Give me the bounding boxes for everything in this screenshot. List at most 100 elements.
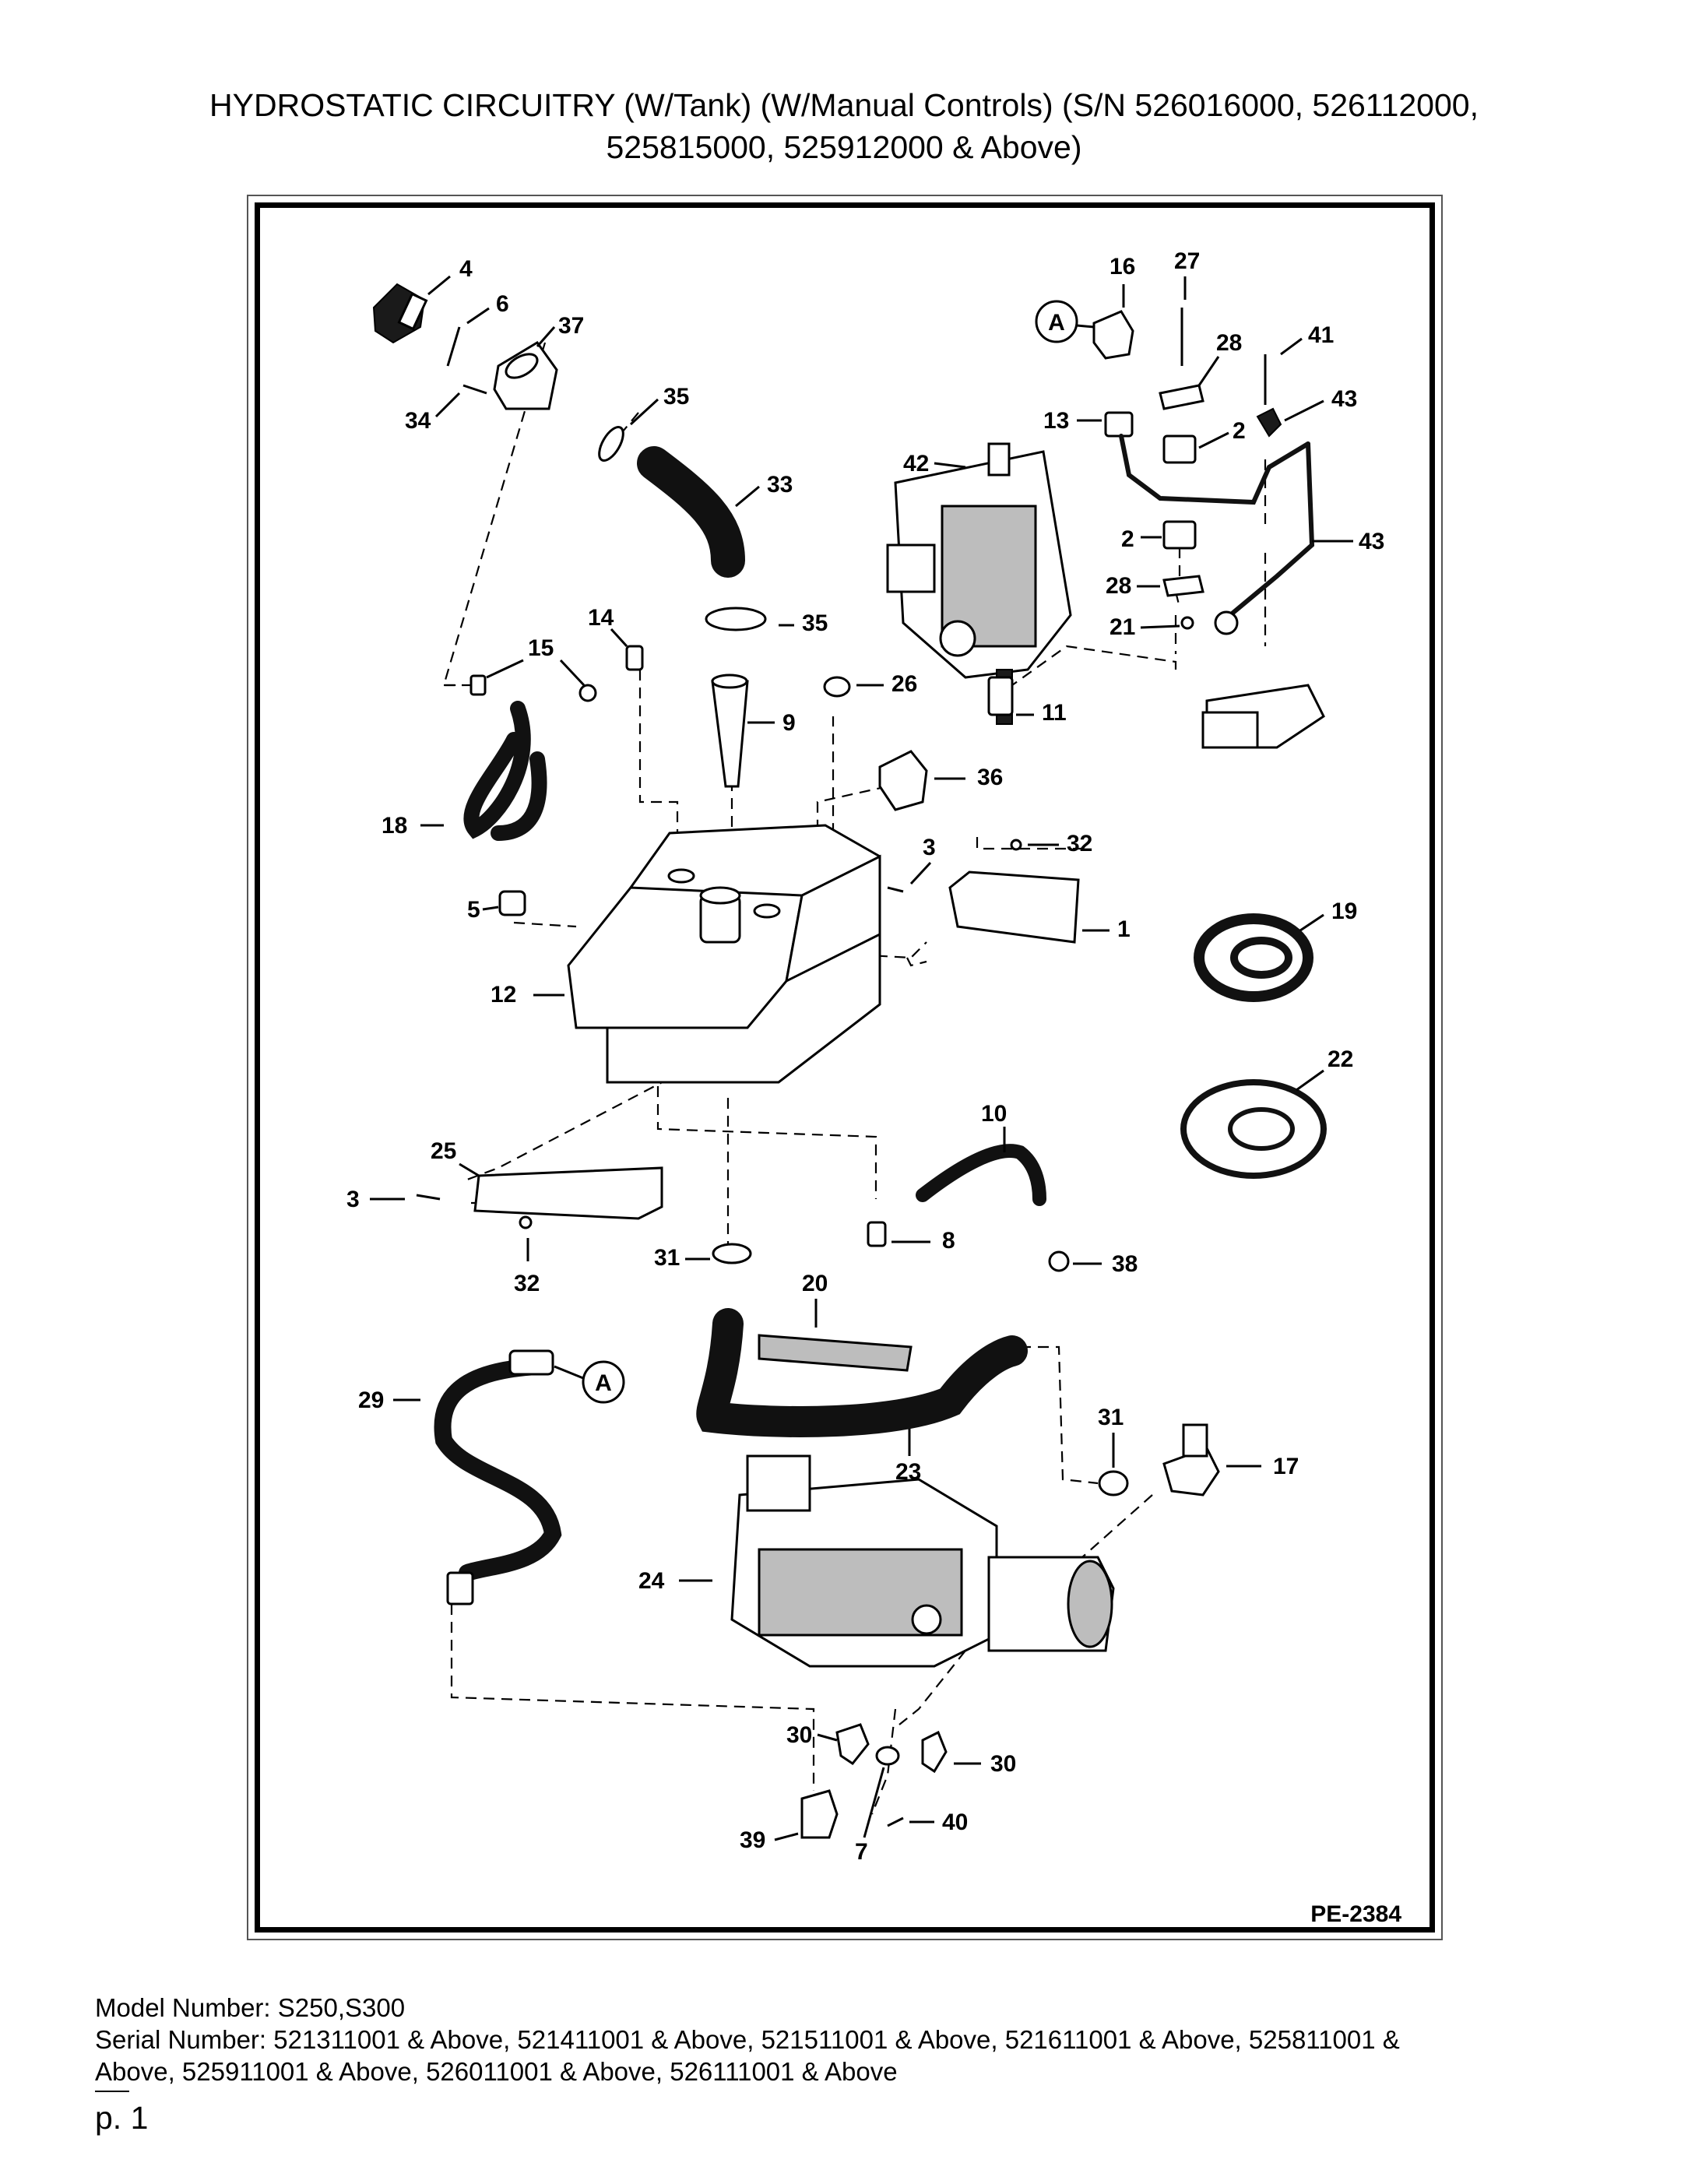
callout-30-right: 30 (990, 1751, 1016, 1777)
part-valve-block-right (1201, 684, 1325, 749)
part-2-clamp-lower (1162, 520, 1197, 550)
callout-20: 20 (802, 1271, 828, 1296)
callout-12: 12 (491, 982, 516, 1008)
callout-1: 1 (1117, 916, 1131, 942)
callout-31-upper: 31 (654, 1245, 680, 1271)
callout-5: 5 (467, 897, 480, 923)
part-32-nut-upper (1010, 839, 1022, 851)
callout-34: 34 (405, 408, 431, 434)
part-19-hose-coil (1194, 913, 1313, 1002)
part-13-nut (1104, 411, 1134, 438)
callout-42: 42 (903, 451, 929, 477)
callout-26: 26 (891, 671, 917, 697)
part-20-spring-guard (758, 1334, 913, 1372)
page-number: p. 1 (95, 2100, 149, 2136)
callout-17: 17 (1273, 1454, 1299, 1479)
callout-36: 36 (977, 765, 1003, 790)
part-7-o-ring (875, 1746, 900, 1766)
part-5-fitting (498, 890, 526, 916)
footer-info: Model Number: S250,S300 Serial Number: 5… (95, 1992, 1400, 2087)
callout-8: 8 (942, 1228, 955, 1254)
callout-43-upper: 43 (1331, 386, 1357, 412)
figure-id: PE-2384 (1310, 1901, 1401, 1927)
part-3-screw-upper (887, 886, 904, 893)
part-32-nut-lower (519, 1215, 533, 1229)
callout-9: 9 (782, 710, 796, 736)
callout-16: 16 (1110, 254, 1135, 280)
part-4-cap (372, 283, 428, 344)
part-12-tank (567, 824, 881, 1084)
part-9-strainer (711, 673, 749, 788)
part-29-hose (434, 1349, 562, 1605)
callout-6: 6 (496, 291, 509, 317)
callout-24: 24 (638, 1568, 665, 1594)
part-34-screw (462, 384, 487, 395)
callout-22: 22 (1328, 1046, 1353, 1072)
callout-28-lower: 28 (1106, 573, 1131, 599)
callout-35-lower: 35 (802, 610, 828, 636)
part-30-elbow-left (835, 1723, 870, 1766)
callout-3-upper: 3 (923, 835, 936, 860)
callout-37: 37 (558, 313, 584, 339)
callout-31-lower: 31 (1098, 1405, 1124, 1430)
part-28-plate-lower (1162, 575, 1204, 597)
part-15-clamps (469, 674, 597, 702)
part-2-clamp-upper (1162, 434, 1197, 464)
part-28-plate-upper (1159, 384, 1204, 410)
callout-40: 40 (942, 1809, 968, 1835)
callout-32-upper: 32 (1067, 831, 1092, 856)
callout-18: 18 (382, 813, 407, 839)
part-31-clamp-lower (1098, 1470, 1129, 1496)
part-18-hose (463, 701, 547, 841)
part-14-fitting (625, 645, 644, 671)
part-30-elbow-right (921, 1730, 948, 1774)
diagram-frame (255, 202, 1435, 1933)
callout-35-upper: 35 (663, 384, 689, 410)
callout-25: 25 (431, 1138, 456, 1164)
page-title: HYDROSTATIC CIRCUITRY (W/Tank) (W/Manual… (0, 84, 1688, 168)
callout-11: 11 (1042, 700, 1067, 726)
footer-rule (95, 2091, 129, 2092)
callout-28-upper: 28 (1216, 330, 1242, 356)
part-36-cover (878, 750, 928, 811)
part-24-hydrostatic-pump (730, 1454, 1115, 1668)
part-43-clip (1256, 407, 1282, 438)
callout-2-upper: 2 (1233, 418, 1246, 444)
svg-text:A: A (595, 1370, 612, 1396)
callout-4: 4 (459, 256, 473, 282)
part-42-control-valve (886, 442, 1072, 725)
part-11-fitting (987, 676, 1014, 716)
part-16-elbow-fitting (1092, 310, 1134, 360)
callout-2-lower: 2 (1121, 526, 1134, 552)
part-3-screw-lower (416, 1194, 441, 1201)
callout-10: 10 (981, 1101, 1007, 1127)
serial-number-line-2: Above, 525911001 & Above, 526011001 & Ab… (95, 2057, 898, 2086)
part-25-bracket (473, 1166, 663, 1220)
callout-41: 41 (1308, 322, 1334, 348)
title-line-1: HYDROSTATIC CIRCUITRY (W/Tank) (W/Manual… (209, 87, 1479, 123)
callout-38: 38 (1112, 1251, 1138, 1277)
svg-text:A: A (1048, 310, 1065, 336)
callout-32-lower: 32 (514, 1271, 540, 1296)
part-8-fitting (867, 1221, 887, 1247)
part-39-elbow-fitting (800, 1789, 839, 1839)
serial-number-line-1: Serial Number: 521311001 & Above, 521411… (95, 2025, 1400, 2054)
callout-7: 7 (855, 1839, 868, 1865)
callout-15: 15 (528, 635, 554, 661)
callout-13: 13 (1043, 408, 1069, 434)
diagram-outer-frame (247, 195, 1443, 1940)
part-33-elbow-hose (637, 446, 745, 578)
part-17-fitting (1162, 1423, 1220, 1496)
callout-14: 14 (588, 605, 614, 631)
callout-23: 23 (895, 1459, 921, 1485)
part-38-fitting (1048, 1250, 1070, 1272)
callout-39: 39 (740, 1827, 765, 1853)
part-1-bracket (948, 870, 1080, 944)
callout-29: 29 (358, 1387, 384, 1413)
part-40-bolt (887, 1816, 904, 1827)
part-22-hose-coil (1180, 1079, 1327, 1179)
callout-27: 27 (1174, 248, 1200, 274)
title-line-2: 525815000, 525912000 & Above) (606, 129, 1082, 165)
part-21-nut (1180, 616, 1194, 630)
